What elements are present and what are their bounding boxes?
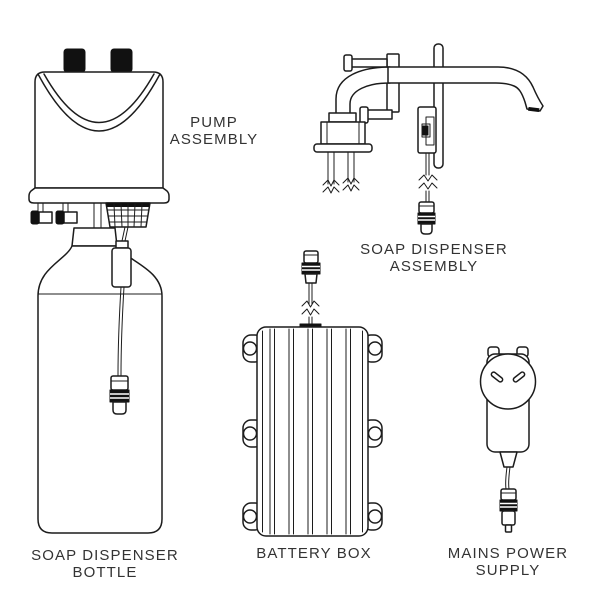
pump-cable-housing: [111, 247, 132, 288]
soap-dispenser-bottle-illustration: [37, 227, 163, 534]
spout-outlet-icon: [528, 107, 540, 112]
bottle-neck-collar: [71, 227, 118, 247]
sensor-box: [417, 106, 437, 154]
inlet-body: [313, 112, 373, 194]
battery-box-screw-holes: [242, 341, 383, 524]
mains-power-supply-illustration: [479, 346, 537, 533]
pump-cable-connector-icon: [109, 375, 130, 415]
power-cable-connector-icon: [499, 488, 518, 533]
battery-box-ridges: [262, 328, 363, 535]
soap-dispenser-assembly-illustration: [313, 43, 544, 235]
battery-box-label: BATTERY BOX: [229, 545, 399, 562]
soap-dispenser-bottle-label-line2: BOTTLE: [72, 564, 138, 581]
pump-outlet-fittings: [30, 202, 78, 225]
pump-knobs-icon: [63, 48, 133, 73]
mains-power-supply-label: MAINS POWER SUPPLY: [423, 545, 593, 579]
pump-body: [34, 71, 164, 189]
pump-assembly-label-line1: PUMP: [190, 114, 238, 131]
battery-box-illustration: [242, 250, 383, 537]
soap-dispenser-assembly-label: SOAP DISPENSER ASSEMBLY: [344, 241, 524, 275]
pump-flange: [28, 187, 170, 204]
pump-assembly-label: PUMP ASSEMBLY: [134, 114, 294, 148]
soap-dispenser-assembly-label-line1: SOAP DISPENSER: [360, 241, 508, 258]
mains-power-supply-label-line2: SUPPLY: [475, 562, 541, 579]
spout: [387, 66, 544, 112]
soap-dispenser-bottle-label-line1: SOAP DISPENSER: [31, 547, 179, 564]
soap-dispenser-bottle-label: SOAP DISPENSER BOTTLE: [15, 547, 195, 581]
mains-power-supply-label-line1: MAINS POWER: [447, 545, 569, 562]
soap-dispenser-assembly-label-line2: ASSEMBLY: [389, 258, 479, 275]
sensor-cable-assembly: [417, 152, 438, 235]
sensor-cable-connector-icon: [417, 201, 436, 235]
bottle-body: [37, 245, 163, 534]
battery-cable-connector-icon: [301, 250, 321, 284]
plug-pins-icon: [490, 371, 526, 383]
plug-face: [479, 353, 537, 410]
pump-assembly-label-line2: ASSEMBLY: [169, 131, 259, 148]
battery-box-label-line1: BATTERY BOX: [256, 545, 372, 562]
pump-assembly-illustration: [28, 48, 170, 247]
pump-cable-assembly: [109, 226, 132, 415]
pump-threaded-cap: [105, 202, 151, 228]
